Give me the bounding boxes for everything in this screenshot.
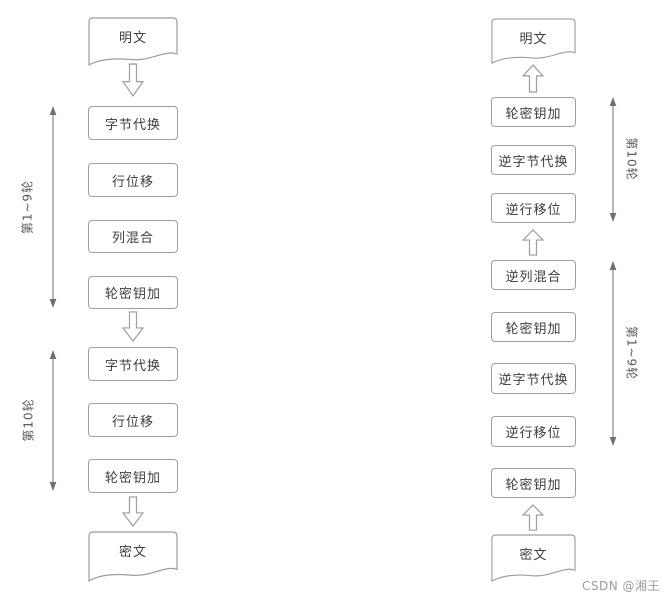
dec-step-inv-byte-substitution-2: 逆字节代换 xyxy=(491,363,576,394)
document-shape-icon xyxy=(491,534,576,583)
decryption-plaintext-node: 明文 xyxy=(491,18,576,65)
enc-round-10-label: 第10轮 xyxy=(21,398,36,442)
enc-round-10-bracket xyxy=(47,350,59,495)
dec-rounds-1-9-label: 第1~9轮 xyxy=(624,325,639,381)
document-shape-icon xyxy=(491,18,576,65)
dec-step-inv-mix-columns: 逆列混合 xyxy=(491,260,576,290)
document-shape-icon xyxy=(88,531,178,582)
dec-step-add-round-key-1: 轮密钥加 xyxy=(491,97,576,127)
enc-step-shift-rows-2: 行位移 xyxy=(88,403,178,437)
plaintext-label: 明文 xyxy=(519,31,548,47)
enc-rounds-1-9-label: 第1~9轮 xyxy=(20,179,35,235)
enc-step-mix-columns: 列混合 xyxy=(88,220,178,253)
enc-step-add-round-key-1: 轮密钥加 xyxy=(88,276,178,309)
plaintext-label: 明文 xyxy=(118,30,147,46)
dec-step-inv-shift-rows-1: 逆行移位 xyxy=(491,193,576,223)
document-shape-icon xyxy=(88,17,178,67)
flow-up-arrow-icon xyxy=(521,64,545,97)
dec-round-10-label: 第10轮 xyxy=(624,137,639,181)
flow-down-arrow-icon xyxy=(121,496,145,531)
dec-round-10-bracket xyxy=(607,97,619,226)
enc-step-shift-rows-1: 行位移 xyxy=(88,163,178,197)
ciphertext-label: 密文 xyxy=(519,547,548,563)
ciphertext-label: 密文 xyxy=(118,544,147,560)
flow-up-arrow-icon xyxy=(521,229,545,260)
double-arrow-icon xyxy=(609,97,617,222)
double-arrow-icon xyxy=(609,261,617,446)
double-arrow-icon xyxy=(49,106,57,308)
enc-step-add-round-key-2: 轮密钥加 xyxy=(88,459,178,493)
enc-step-byte-substitution-2: 字节代换 xyxy=(88,347,178,381)
dec-step-add-round-key-3: 轮密钥加 xyxy=(491,468,576,498)
flow-down-arrow-icon xyxy=(121,63,145,101)
encryption-ciphertext-node: 密文 xyxy=(88,531,178,583)
dec-step-inv-byte-substitution-1: 逆字节代换 xyxy=(491,145,576,175)
enc-rounds-1-9-bracket xyxy=(47,106,59,312)
flow-up-arrow-icon xyxy=(521,504,545,535)
dec-step-add-round-key-2: 轮密钥加 xyxy=(491,312,576,342)
double-arrow-icon xyxy=(49,350,57,491)
dec-step-inv-shift-rows-2: 逆行移位 xyxy=(491,416,576,447)
enc-step-byte-substitution-1: 字节代换 xyxy=(88,106,178,140)
decryption-ciphertext-node: 密文 xyxy=(491,534,576,583)
encryption-plaintext-node: 明文 xyxy=(88,17,178,67)
dec-rounds-1-9-bracket xyxy=(607,261,619,450)
flow-down-arrow-icon xyxy=(121,311,145,346)
csdn-watermark: CSDN @湘王 xyxy=(581,579,660,593)
